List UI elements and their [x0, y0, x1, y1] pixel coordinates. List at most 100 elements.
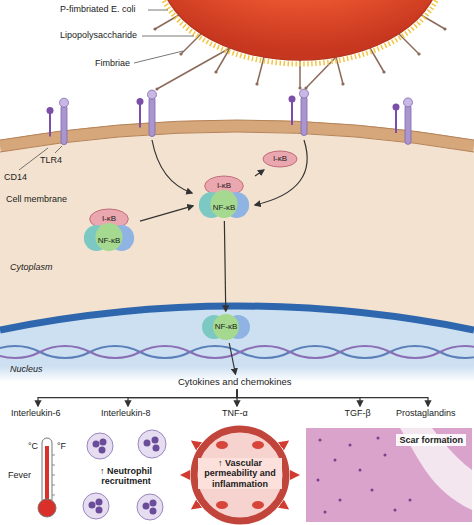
fimbriae	[157, 48, 230, 89]
fimbriae	[382, 70, 385, 73]
arrow-connector	[128, 389, 237, 406]
node-text: Interleukin-6	[11, 408, 65, 419]
part-label: Lipopolysaccharide	[60, 30, 137, 41]
cell-membrane	[0, 120, 474, 140]
neutrophil-cells	[137, 494, 163, 520]
thermometer-icon	[38, 438, 56, 517]
tlr4-receptor	[60, 98, 69, 107]
node-text: ↑ Neutrophil recruitment	[78, 466, 174, 487]
neutrophil-cells	[89, 502, 96, 509]
fimbriae	[179, 52, 182, 55]
blood-vessel	[182, 474, 190, 476]
blood-vessel	[252, 501, 264, 509]
thermometer-icon	[52, 455, 55, 456]
arrow-connector	[229, 343, 235, 374]
node-text: I-κB	[102, 214, 116, 223]
node-text: Prostaglandins	[396, 408, 460, 419]
blood-vessel	[290, 474, 298, 476]
fimbriae	[298, 86, 301, 89]
scar-histology	[377, 437, 380, 440]
node-text: Cytokines and chemokines	[178, 376, 296, 387]
neutrophil-cells	[87, 433, 113, 459]
receptor-label: CD14	[4, 172, 27, 183]
e-coli-bacterium	[156, 0, 444, 64]
receptor-label: TLR4	[40, 155, 62, 166]
node-text: TGF-β	[345, 408, 376, 419]
cd14-receptor	[137, 98, 144, 105]
thermometer-icon	[52, 465, 55, 466]
scar-panel: Scar formation	[306, 428, 472, 522]
fimbriae	[399, 34, 419, 54]
blood-vessel	[216, 441, 228, 449]
organism-label: P-fimbriated E. coli	[60, 4, 136, 15]
scar-histology	[409, 499, 412, 502]
scar-histology	[317, 437, 412, 514]
leader-line	[19, 10, 194, 170]
tlr4-receptor	[301, 96, 307, 136]
scar-histology	[306, 428, 472, 522]
neutrophil-cells	[138, 430, 166, 458]
neutrophil-cells	[99, 447, 106, 454]
cd14-receptor	[393, 104, 400, 111]
part-label: Fimbriae	[95, 58, 130, 69]
cd14-receptor	[47, 107, 54, 114]
tlr4-receptor	[61, 105, 67, 145]
scar-histology	[384, 454, 387, 457]
nfkb-subunit	[213, 314, 239, 340]
cell-membrane	[0, 126, 474, 146]
node-text: NF-κB	[215, 322, 238, 331]
scar-histology	[394, 509, 397, 512]
thermometer-icon	[52, 455, 55, 495]
blood-vessel	[216, 501, 228, 509]
thermometer-icon	[52, 475, 55, 476]
neutrophil-cells	[143, 503, 150, 510]
scar-histology	[339, 499, 342, 502]
blood-vessel	[252, 441, 264, 449]
node-text: Interleukin-8	[101, 408, 155, 419]
dna-strand	[0, 346, 474, 358]
vessel-panel: ↑ Vascular permeability and inflammation	[188, 428, 292, 522]
blood-vessel	[182, 442, 298, 509]
signal-arrow	[255, 140, 307, 205]
tlr4-receptor	[405, 104, 411, 144]
neutrophil-cells	[93, 441, 100, 448]
dna-strand	[0, 346, 474, 358]
nfkb-complex: NF-κB	[200, 313, 252, 341]
node-text: Fever	[8, 470, 31, 480]
unit-label: °F	[57, 441, 66, 452]
fimbriae	[153, 27, 156, 30]
leader-line	[134, 51, 183, 63]
fimbriae	[443, 27, 446, 30]
neutrophil-cells	[83, 493, 109, 519]
blood-vessel	[281, 504, 288, 509]
cell-membrane	[0, 120, 474, 152]
neutrophil-cells	[96, 507, 103, 514]
blood-vessel	[182, 429, 298, 521]
cd14-receptor	[291, 101, 293, 125]
e-coli-bacterium	[160, 0, 440, 60]
neutrophil-cells	[152, 437, 159, 444]
ikb-blob	[263, 151, 297, 167]
node-text: NF-κB	[213, 203, 236, 212]
cd14-receptor	[47, 96, 400, 137]
tlr4-receptor	[300, 89, 309, 98]
thermometer-icon	[52, 485, 55, 486]
neutrophil-cells	[144, 440, 151, 447]
leader-line	[148, 10, 168, 11]
arrow-connector	[140, 206, 193, 221]
node-text: I-κB	[217, 181, 231, 190]
node-text: NF-κB	[98, 236, 121, 245]
cytokine-name: Prostaglandins	[396, 408, 460, 419]
nucleus-region	[0, 306, 474, 384]
cd14-receptor	[139, 103, 141, 127]
scar-histology	[319, 439, 322, 442]
signal-arrow	[152, 140, 192, 193]
arrow-connector	[224, 221, 225, 311]
arrow-connector	[38, 389, 237, 406]
nfkb-subunit	[210, 190, 237, 218]
fimbriae	[214, 70, 217, 73]
node-text: ↑ Vascular permeability and inflammation	[198, 458, 282, 489]
leader-line	[142, 36, 194, 37]
